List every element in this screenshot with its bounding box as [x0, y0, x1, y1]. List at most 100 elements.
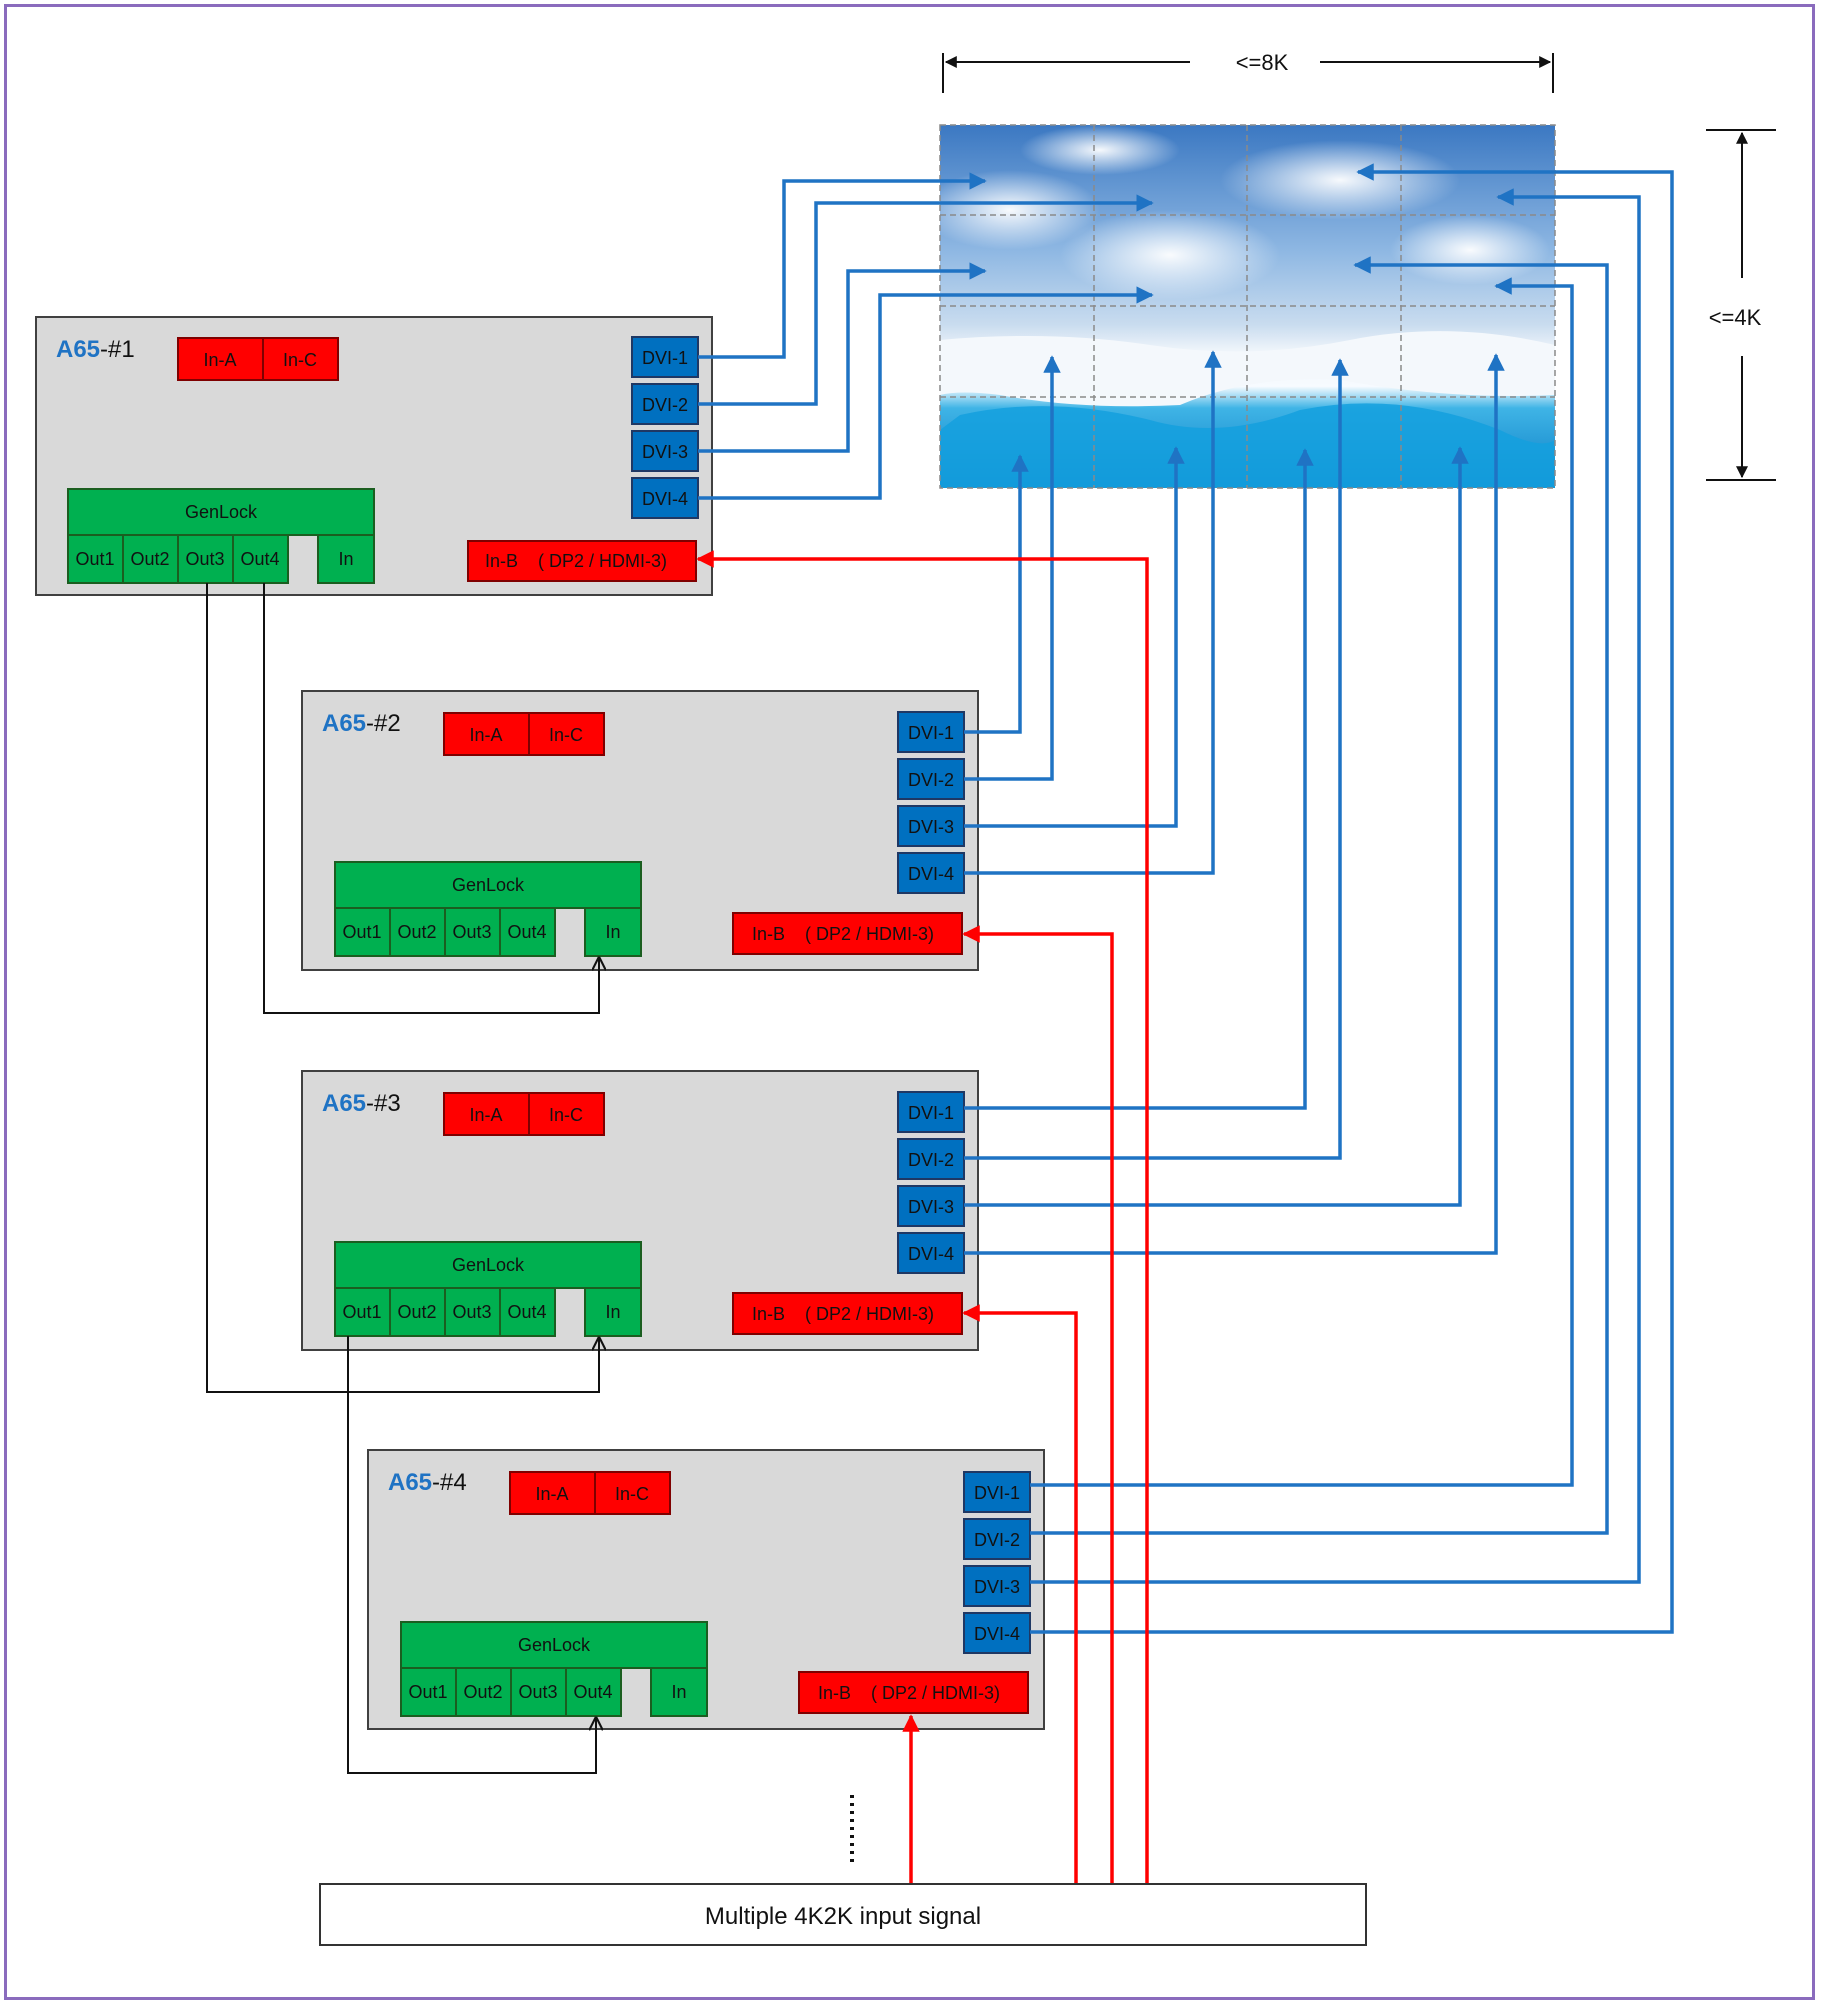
dvi-link [1030, 277, 1574, 1487]
in-c-port[interactable] [594, 1471, 671, 1515]
genlock-out2[interactable] [122, 534, 179, 584]
dvi-4-port[interactable] [897, 852, 965, 894]
genlock-in[interactable] [584, 907, 642, 957]
dvi-2-port[interactable] [897, 758, 965, 800]
video-wall [920, 124, 1556, 489]
dvi-link [964, 446, 1469, 1207]
svg-text:A65-#4: A65-#4 [388, 1469, 467, 1496]
in-b-port[interactable] [732, 1292, 963, 1335]
out-label: Out1 [408, 1682, 447, 1702]
dvi-4-port[interactable] [963, 1612, 1031, 1654]
dvi-link [698, 172, 987, 359]
unit-brand: A65 [322, 710, 366, 737]
dvi-3-port[interactable] [963, 1565, 1031, 1607]
dvi-2-port[interactable] [631, 383, 699, 425]
dvi-3-port[interactable] [631, 430, 699, 472]
cloud-shape [1390, 215, 1550, 285]
genlock-out1[interactable] [334, 907, 391, 957]
dvi-1-port[interactable] [897, 711, 965, 753]
cloud-shape [1060, 210, 1280, 300]
dvi-2-port[interactable] [963, 1518, 1031, 1560]
genlock-out4[interactable] [499, 1287, 556, 1337]
unit-number: -#4 [432, 1469, 467, 1496]
genlock-in[interactable] [584, 1287, 642, 1337]
out-label: Out3 [185, 549, 224, 569]
dvi-label: DVI-2 [642, 395, 688, 415]
dvi-label: DVI-2 [908, 770, 954, 790]
width-label: <=8K [1236, 50, 1289, 75]
svg-text:A65-#2: A65-#2 [322, 710, 401, 737]
genlock-out1[interactable] [400, 1667, 457, 1717]
svg-text:A65-#3: A65-#3 [322, 1090, 401, 1117]
genlock-in[interactable] [650, 1667, 708, 1717]
genlock-label: GenLock [452, 1255, 525, 1275]
dvi-link [1030, 188, 1641, 1584]
out-label: Out1 [342, 922, 381, 942]
dvi-label: DVI-2 [974, 1530, 1020, 1550]
dvi-link [964, 454, 1029, 734]
in-a-label: In-A [469, 725, 502, 745]
dvi-link [964, 355, 1061, 781]
unit-number: -#2 [366, 710, 401, 737]
genlock-out1[interactable] [67, 534, 124, 584]
genlock-out4[interactable] [499, 907, 556, 957]
in-a-port[interactable] [443, 1092, 530, 1136]
in-c-label: In-C [549, 725, 583, 745]
input-signal-box: Multiple 4K2K input signal [319, 1883, 1367, 1946]
genlock-out3[interactable] [444, 1287, 501, 1337]
dvi-1-port[interactable] [897, 1091, 965, 1133]
in-b-port[interactable] [467, 540, 697, 582]
in-c-port[interactable] [262, 337, 339, 381]
genlock-link-3-to-4 [347, 1336, 596, 1774]
input-signal-label: Multiple 4K2K input signal [705, 1903, 981, 1930]
out-label: Out2 [397, 922, 436, 942]
dvi-3-port[interactable] [897, 805, 965, 847]
genlock-link-1-to-2 [263, 583, 599, 1014]
genlock-in[interactable] [317, 534, 375, 584]
dvi-link [698, 194, 1154, 406]
genlock-out3[interactable] [444, 907, 501, 957]
in-a-port[interactable] [509, 1471, 596, 1515]
in-b-label: In-B ( DP2 / HDMI-3) [485, 551, 667, 571]
in-b-port[interactable] [732, 912, 963, 955]
genlock-in-label: In [605, 1302, 620, 1322]
dvi-link [964, 358, 1349, 1160]
genlock-out3[interactable] [177, 534, 234, 584]
input-links [696, 550, 1149, 1884]
genlock-label: GenLock [518, 1635, 591, 1655]
in-c-port[interactable] [528, 712, 605, 756]
genlock-label: GenLock [185, 502, 258, 522]
genlock-out4[interactable] [232, 534, 289, 584]
genlock-label: GenLock [452, 875, 525, 895]
in-a-label: In-A [469, 1105, 502, 1125]
in-c-port[interactable] [528, 1092, 605, 1136]
out-label: Out4 [507, 1302, 546, 1322]
dvi-label: DVI-1 [642, 348, 688, 368]
dvi-4-port[interactable] [897, 1232, 965, 1274]
genlock-block [334, 861, 642, 909]
genlock-out2[interactable] [455, 1667, 512, 1717]
unit-2: A65-#2 In-A In-C GenLock Out1 Out2 Out3 … [301, 690, 979, 971]
genlock-in-label: In [671, 1682, 686, 1702]
dvi-2-port[interactable] [897, 1138, 965, 1180]
dvi-link [964, 353, 1505, 1255]
in-b-port[interactable] [798, 1671, 1029, 1714]
out-label: Out3 [518, 1682, 557, 1702]
width-dimension: <=8K [942, 50, 1554, 93]
genlock-block [334, 1241, 642, 1289]
unit-brand: A65 [322, 1090, 366, 1117]
cloud-shape [1020, 125, 1180, 175]
dvi-1-port[interactable] [963, 1471, 1031, 1513]
in-c-label: In-C [615, 1484, 649, 1504]
in-b-label: In-B ( DP2 / HDMI-3) [752, 1304, 934, 1324]
genlock-out4[interactable] [565, 1667, 622, 1717]
genlock-in-label: In [338, 549, 353, 569]
out-label: Out2 [130, 549, 169, 569]
genlock-link-1-to-3 [206, 583, 599, 1393]
dvi-link [1030, 256, 1609, 1535]
unit-number: -#3 [366, 1090, 401, 1117]
out-label: Out2 [397, 1302, 436, 1322]
genlock-out3[interactable] [510, 1667, 567, 1717]
in-a-port[interactable] [177, 337, 264, 381]
genlock-out1[interactable] [334, 1287, 391, 1337]
